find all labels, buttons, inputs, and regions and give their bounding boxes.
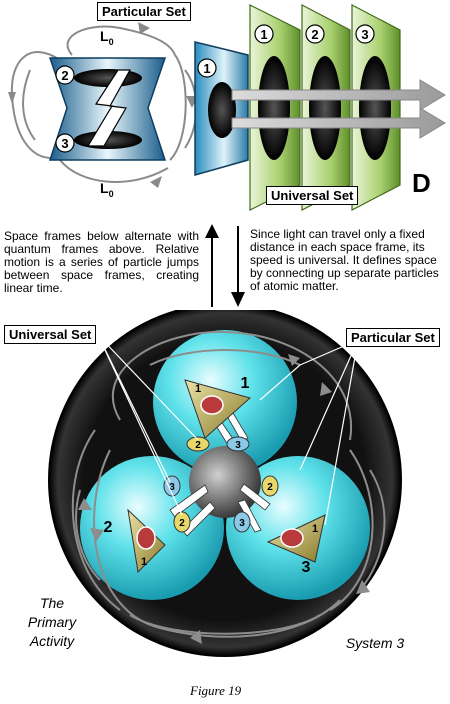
particular-set-label-top: Particular Set xyxy=(97,2,191,21)
ring-2-c: 2 xyxy=(267,482,273,493)
l0-top-label: L0 xyxy=(100,28,114,47)
figure-caption: Figure 19 xyxy=(190,683,242,698)
pyramid-1: 1 xyxy=(184,379,252,439)
cone-number: 1 xyxy=(203,61,210,76)
frame-numbers: 1 2 3 xyxy=(254,24,375,44)
hourglass-shape xyxy=(48,57,167,161)
sphere-2 xyxy=(80,456,224,600)
sphere-1-number: 1 xyxy=(241,375,250,392)
left-description: Space frames below alternate with quantu… xyxy=(4,229,199,295)
right-description: Since light can travel only a fixed dist… xyxy=(250,227,439,293)
space-frames xyxy=(249,4,401,211)
pyramid-1-number: 1 xyxy=(195,383,201,395)
hourglass-number-2: 2 xyxy=(61,68,68,83)
primary-activity-label: The Primary Activity xyxy=(27,595,77,649)
frame-number-3: 3 xyxy=(361,27,368,42)
top-diagram: 2 3 1 1 2 3 xyxy=(8,4,446,211)
frame-number-2: 2 xyxy=(311,27,318,42)
ring-2-a: 2 xyxy=(195,440,201,451)
up-down-arrows xyxy=(205,224,245,307)
l0-bottom-label: L0 xyxy=(100,180,114,199)
sphere-3-number: 3 xyxy=(302,559,311,576)
ring-3-a: 3 xyxy=(235,440,241,451)
central-core xyxy=(189,446,261,518)
bottom-diagram: 1 1 1 2 3 3 2 2 3 xyxy=(48,310,402,657)
universal-set-label-bottom: Universal Set xyxy=(4,325,97,344)
swirl-arrowheads xyxy=(78,354,370,644)
up-arrow-icon xyxy=(205,224,219,238)
universal-set-label-top: Universal Set xyxy=(266,186,359,205)
lightning-bolt-icon xyxy=(86,69,132,147)
hourglass-number-3: 3 xyxy=(61,136,68,151)
pyramid-2-number: 1 xyxy=(141,556,147,568)
system-label: System 3 xyxy=(345,635,405,651)
down-arrow-icon xyxy=(231,292,245,307)
pyramid-3: 1 xyxy=(266,514,326,563)
ring-3-c: 3 xyxy=(239,518,245,529)
sphere-2-number: 2 xyxy=(104,519,113,536)
ring-markers: 2 3 3 2 2 3 xyxy=(163,436,279,533)
ring-3-b: 3 xyxy=(169,482,175,493)
ring-2-b: 2 xyxy=(179,518,185,529)
pyramid-2: 1 xyxy=(127,508,166,574)
hourglass-hole-top xyxy=(74,69,142,87)
pyramid-3-number: 1 xyxy=(312,523,318,535)
swirl-loops xyxy=(71,330,386,638)
d-label: D xyxy=(412,168,431,198)
light-arrows xyxy=(231,79,446,139)
particular-set-label-bottom: Particular Set xyxy=(346,328,440,347)
frame-number-1: 1 xyxy=(260,27,267,42)
